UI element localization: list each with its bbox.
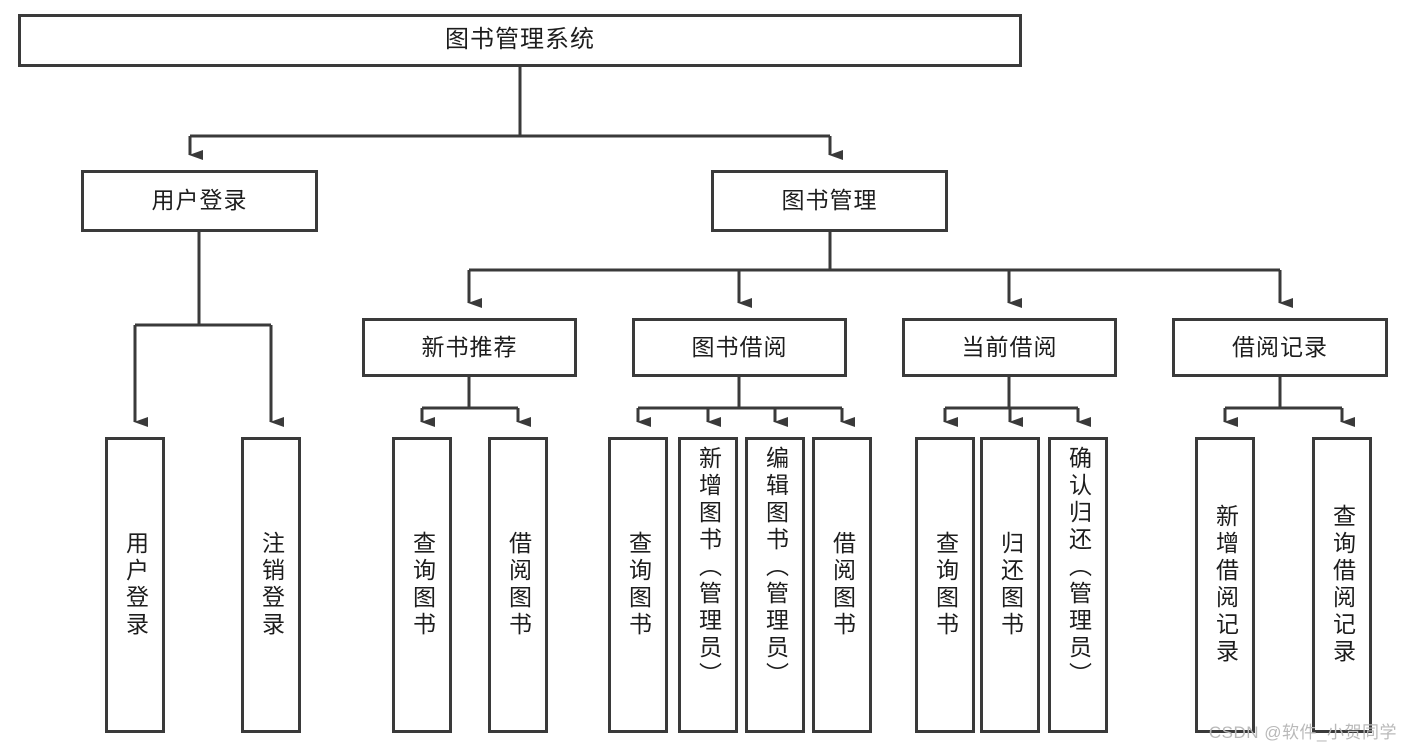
node-current-borrow[interactable]: 当前借阅 — [902, 318, 1117, 377]
leaf-add-borrow-record[interactable]: 新增借阅记录 — [1195, 437, 1255, 733]
node-label: 注销登录 — [258, 531, 285, 639]
leaf-confirm-return-admin[interactable]: 确认归还（管理员） — [1048, 437, 1108, 733]
leaf-add-book-admin[interactable]: 新增图书（管理员） — [678, 437, 738, 733]
node-label: 编辑图书（管理员） — [762, 446, 789, 689]
leaf-query-book-borrow[interactable]: 查询图书 — [608, 437, 668, 733]
node-label: 图书管理系统 — [445, 26, 595, 54]
node-root-system[interactable]: 图书管理系统 — [18, 14, 1022, 67]
leaf-query-borrow-record[interactable]: 查询借阅记录 — [1312, 437, 1372, 733]
node-label: 新增借阅记录 — [1212, 504, 1239, 666]
node-new-book-recommend[interactable]: 新书推荐 — [362, 318, 577, 377]
leaf-borrow-book[interactable]: 借阅图书 — [812, 437, 872, 733]
node-label: 新增图书（管理员） — [695, 446, 722, 689]
node-label: 当前借阅 — [961, 333, 1058, 360]
node-label: 图书管理 — [781, 187, 878, 214]
node-label: 借阅图书 — [829, 531, 856, 639]
leaf-return-book[interactable]: 归还图书 — [980, 437, 1040, 733]
node-label: 新书推荐 — [421, 333, 518, 360]
leaf-edit-book-admin[interactable]: 编辑图书（管理员） — [745, 437, 805, 733]
node-label: 查询图书 — [409, 531, 436, 639]
leaf-query-book-current[interactable]: 查询图书 — [915, 437, 975, 733]
node-label: 借阅图书 — [505, 531, 532, 639]
node-label: 借阅记录 — [1232, 333, 1328, 360]
leaf-query-book-recommend[interactable]: 查询图书 — [392, 437, 452, 733]
node-label: 归还图书 — [997, 531, 1024, 639]
node-label: 用户登录 — [151, 187, 248, 214]
leaf-borrow-book-recommend[interactable]: 借阅图书 — [488, 437, 548, 733]
node-label: 图书借阅 — [691, 333, 788, 360]
node-label: 查询图书 — [932, 531, 959, 639]
node-label: 用户登录 — [122, 531, 149, 639]
leaf-user-logout[interactable]: 注销登录 — [241, 437, 301, 733]
node-label: 查询图书 — [625, 531, 652, 639]
leaf-user-login[interactable]: 用户登录 — [105, 437, 165, 733]
node-user-login[interactable]: 用户登录 — [81, 170, 318, 232]
node-book-borrow[interactable]: 图书借阅 — [632, 318, 847, 377]
node-borrow-record[interactable]: 借阅记录 — [1172, 318, 1388, 377]
node-book-management[interactable]: 图书管理 — [711, 170, 948, 232]
node-label: 确认归还（管理员） — [1065, 446, 1092, 689]
node-label: 查询借阅记录 — [1329, 504, 1356, 666]
csdn-watermark: CSDN @软件_小贺同学 — [1208, 723, 1397, 742]
